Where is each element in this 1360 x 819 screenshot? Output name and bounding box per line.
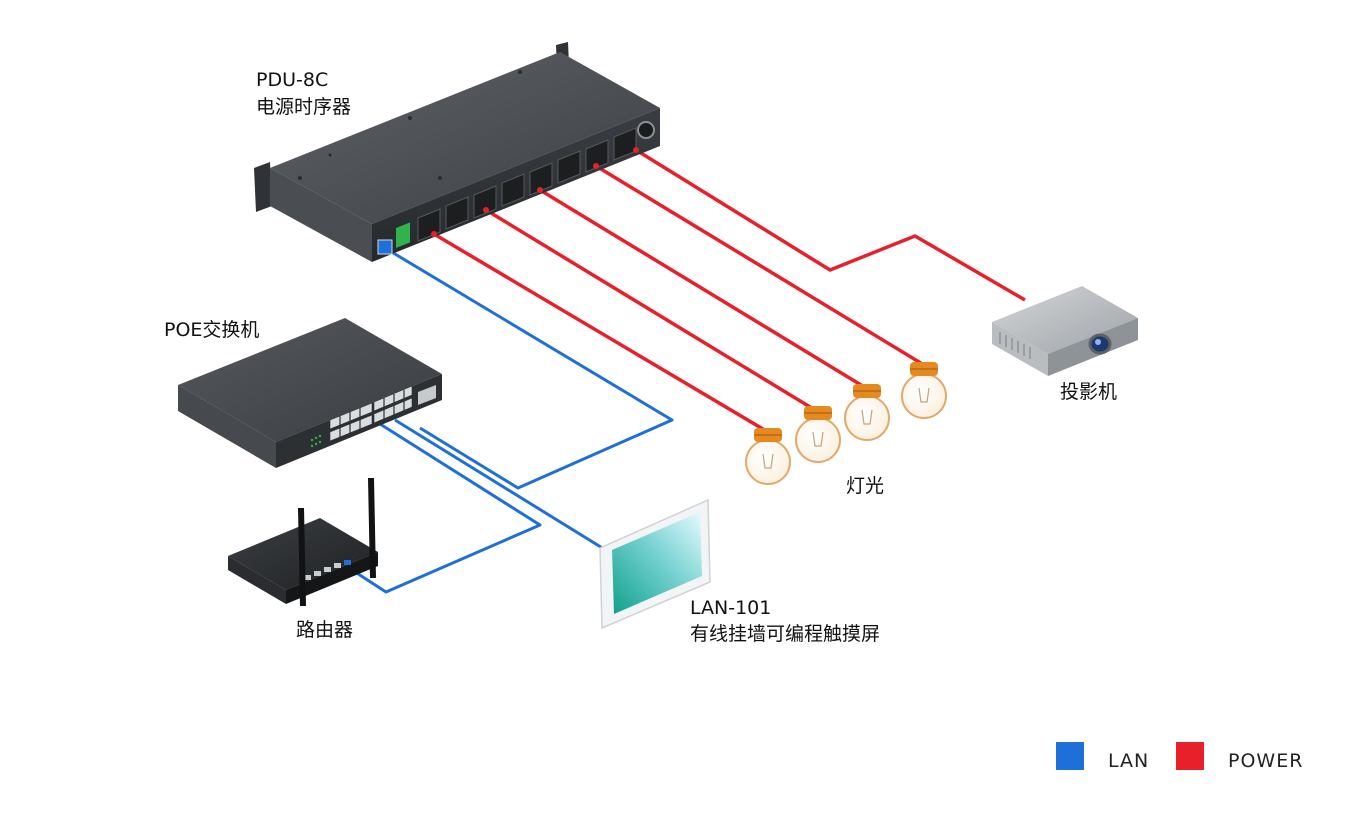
pdu-model-label: PDU-8C: [256, 69, 329, 91]
light-bulb-3: [844, 384, 890, 441]
power-cable-projector: [635, 148, 1026, 302]
projector-label: 投影机: [1060, 381, 1118, 403]
power-cables: [433, 148, 1026, 434]
legend-lan-label: LAN: [1108, 750, 1150, 772]
lan-cable-pdu-switch: [384, 246, 674, 490]
legend-power-swatch: [1176, 742, 1204, 770]
touch-panel-model-label: LAN-101: [690, 597, 772, 619]
lights-label: 灯光: [846, 475, 885, 497]
pdu-rack-icon: [254, 42, 660, 262]
light-bulb-2: [795, 406, 841, 463]
touch-panel-icon: [599, 498, 711, 630]
projector-icon: [992, 286, 1138, 376]
power-cable-light-1: [433, 232, 769, 434]
power-cable-light-2: [485, 208, 816, 412]
lan-cable-switch-router: [345, 422, 542, 594]
light-bulb-1: [745, 428, 791, 485]
power-cable-light-3: [539, 188, 867, 390]
legend-power-label: POWER: [1228, 750, 1304, 772]
legend-lan-swatch: [1056, 742, 1084, 770]
poe-switch-label: POE交换机: [164, 319, 260, 341]
router-label: 路由器: [296, 619, 354, 641]
touch-panel-name-label: 有线挂墙可编程触摸屏: [690, 623, 881, 645]
power-cable-light-4: [595, 164, 925, 367]
pdu-name-label: 电源时序器: [256, 96, 352, 118]
lan-cable-switch-panel: [394, 418, 605, 551]
light-bulb-4: [901, 362, 947, 419]
poe-switch-icon: [178, 318, 442, 468]
lan-cables: [345, 246, 674, 594]
light-bulb-icon: [745, 362, 947, 485]
router-icon: [228, 478, 378, 606]
